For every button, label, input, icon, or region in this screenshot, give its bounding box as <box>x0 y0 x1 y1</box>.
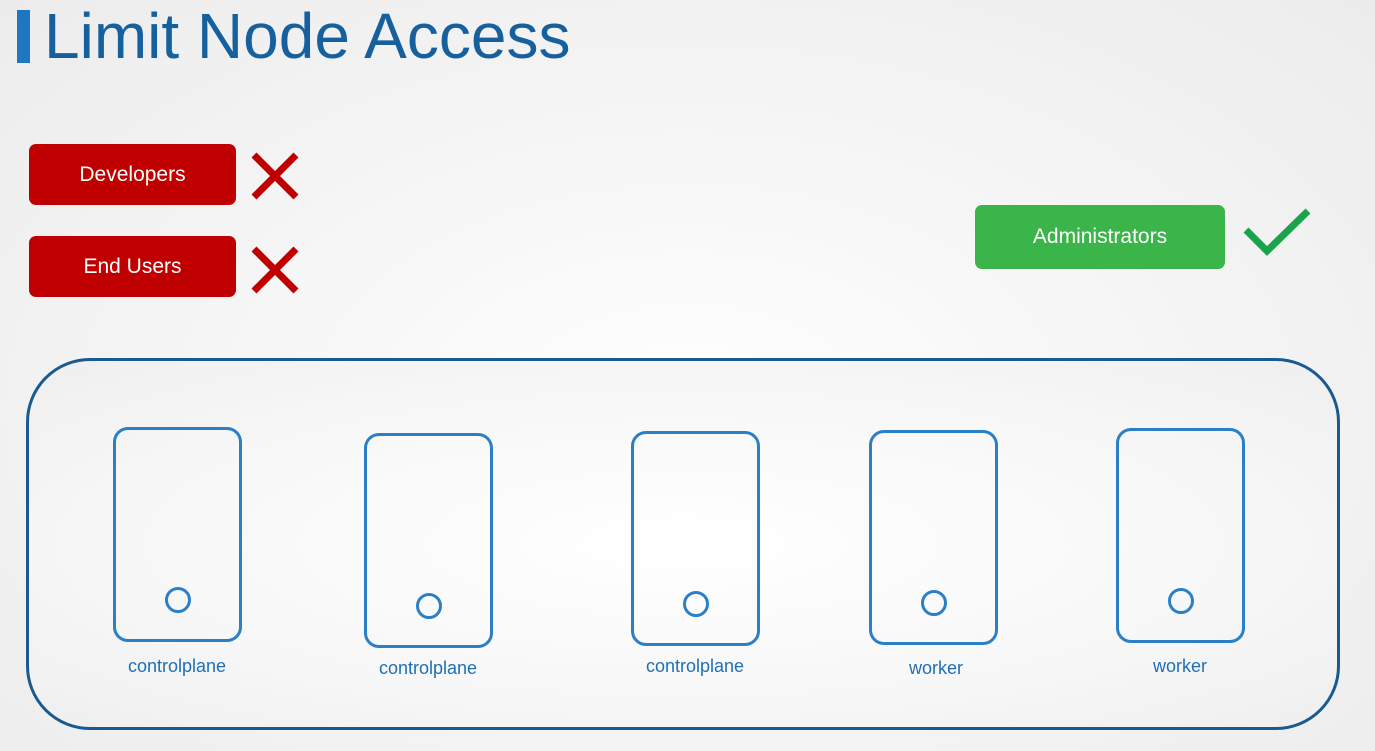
server-node-icon <box>164 587 191 613</box>
title-accent-bar <box>17 10 30 63</box>
role-badge-developers: Developers <box>29 144 236 205</box>
server-node-icon <box>1167 588 1194 614</box>
node-label-worker-1: worker <box>908 658 963 678</box>
slide-title: Limit Node Access <box>44 0 571 72</box>
controlplane-node-2 <box>364 433 493 648</box>
cross-icon <box>251 246 299 294</box>
worker-node-1 <box>869 430 998 645</box>
role-badge-end-users: End Users <box>29 236 236 297</box>
server-node-icon <box>920 590 947 616</box>
controlplane-node-3 <box>631 431 760 646</box>
node-label-worker-2: worker <box>1152 656 1207 676</box>
node-label-controlplane-2: controlplane <box>378 658 478 678</box>
server-node-icon <box>415 593 442 619</box>
checkmark-icon <box>1243 208 1311 256</box>
worker-node-2 <box>1116 428 1245 643</box>
role-badge-administrators: Administrators <box>975 205 1225 269</box>
node-label-controlplane-3: controlplane <box>645 656 745 676</box>
node-label-controlplane-1: controlplane <box>127 656 227 676</box>
cross-icon <box>251 152 299 200</box>
cluster-boundary <box>26 358 1340 730</box>
controlplane-node-1 <box>113 427 242 642</box>
server-node-icon <box>682 591 709 617</box>
